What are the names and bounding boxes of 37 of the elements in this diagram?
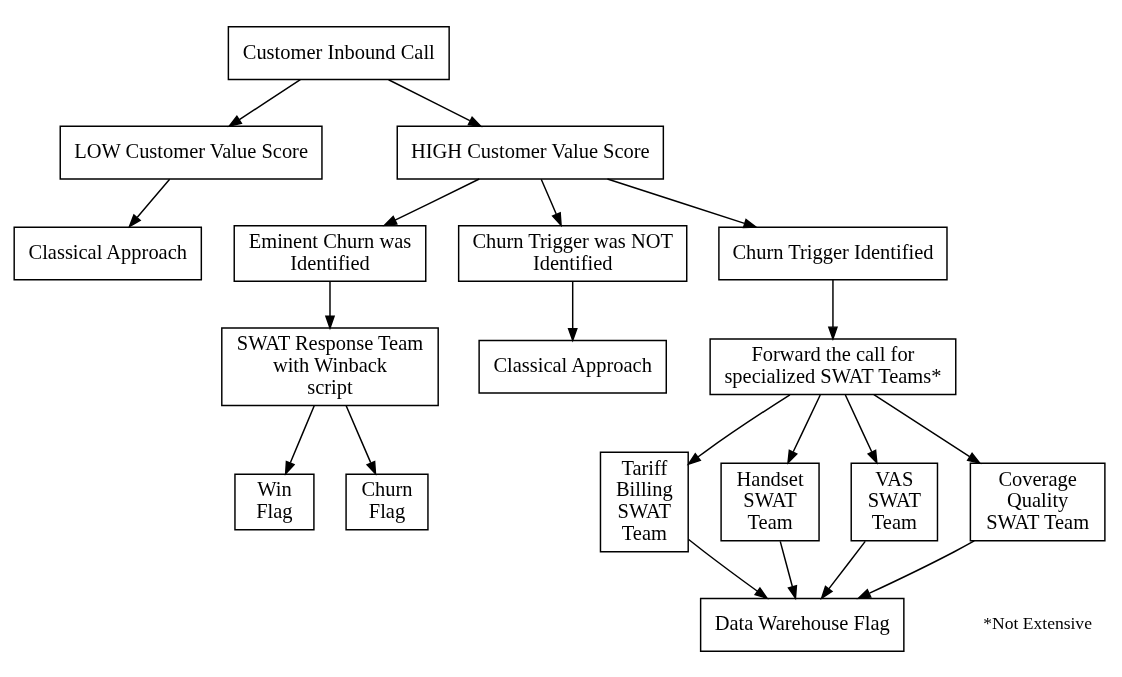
node-box: SWAT Response Team with Winback script [221, 326, 439, 406]
arrow [382, 177, 480, 226]
arrow [827, 278, 839, 341]
arrow [345, 404, 377, 476]
node-box: Churn Trigger Identified [718, 225, 948, 281]
node-box: LOW Customer Value Score [59, 125, 323, 180]
arrow [540, 178, 562, 227]
arrow [606, 177, 759, 228]
label: *Not Extensive [983, 612, 1092, 633]
arrow [686, 393, 791, 466]
node-box: Churn Trigger was NOT Identified [457, 224, 688, 282]
node-box: Forward the call for specialized SWAT Teams* [709, 337, 957, 395]
node-box: VAS SWAT Team [850, 462, 939, 541]
arrow [856, 539, 975, 599]
node-box: Win Flag [234, 473, 315, 531]
arrow [873, 393, 982, 464]
arrow [227, 78, 302, 127]
node-box: Data Warehouse Flag [699, 597, 905, 652]
arrow [387, 78, 483, 127]
arrow [687, 538, 769, 599]
node-box: Churn Flag [345, 473, 429, 531]
node-box: Classical Approach [478, 339, 667, 394]
node-box: Handset SWAT Team [720, 462, 820, 541]
arrow [820, 540, 866, 600]
arrow [128, 178, 171, 228]
arrow [844, 393, 878, 465]
node-box: HIGH Customer Value Score [396, 125, 665, 180]
node-box: Tariff Billing SWAT Team [599, 451, 689, 552]
node-box: Customer Inbound Call [227, 25, 450, 80]
arrow [567, 280, 578, 343]
arrow [779, 540, 798, 600]
node-box: Classical Approach [13, 225, 203, 281]
arrow [787, 393, 821, 465]
arrow [284, 404, 315, 476]
node-box: Coverage Quality SWAT Team [969, 462, 1106, 541]
node-box: Eminent Churn was Identified [233, 224, 427, 282]
arrow [324, 280, 336, 330]
